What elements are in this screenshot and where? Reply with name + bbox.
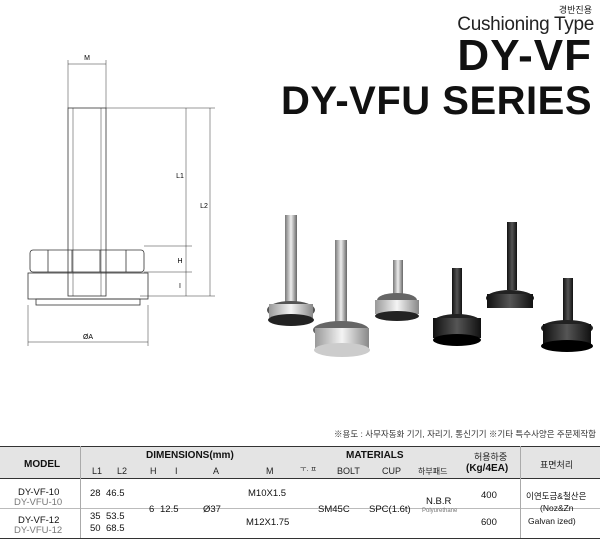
surface-line1: 이연도금&철산은 — [526, 491, 587, 501]
dim-l1-label: L1 — [176, 173, 184, 180]
row2-m: M12X1.75 — [246, 517, 290, 528]
dim-a-label: ØA — [83, 334, 93, 341]
row2-model-alt: DY-VFU-12 — [14, 525, 63, 536]
col-load-unit: (Kg/4EA) — [466, 463, 509, 474]
col-l1: L1 — [92, 466, 103, 476]
dim-i-label: I — [179, 283, 181, 290]
col-a: A — [213, 466, 220, 476]
spec-table: MODEL DIMENSIONS(mm) MATERIALS 허용하중 (Kg/… — [0, 446, 600, 539]
col-model: MODEL — [24, 459, 61, 470]
row2-l1: 35 — [90, 511, 101, 522]
usage-note: ※용도 : 사무자동화 기기, 자리기, 통신기기 ※기타 특수사양은 주문제작… — [334, 429, 596, 439]
row1-load: 400 — [481, 490, 497, 501]
surface-line3: Galvan ized) — [528, 516, 576, 526]
col-i: I — [175, 466, 178, 476]
row1-l1: 28 — [90, 488, 101, 499]
base-pad — [35, 298, 141, 306]
row1-m: M10X1.5 — [248, 488, 287, 499]
col-pad: 하부패드 — [418, 467, 448, 476]
col-materials-prefix: ㅜ. ㅍ — [300, 466, 317, 473]
row-pad-alt: Polyurethane — [422, 508, 458, 514]
col-m: M — [266, 466, 274, 476]
hex-nut — [29, 249, 145, 273]
product-series-title: DY-VFU SERIES — [280, 79, 592, 123]
table-header-band — [0, 446, 600, 478]
row2-load: 600 — [481, 517, 497, 528]
technical-drawing: M L1 L2 H I ØA — [27, 55, 215, 346]
row-pad: N.B.R — [426, 496, 452, 507]
row1-model: DY-VF-10 — [18, 487, 60, 498]
subtitle: Cushioning Type — [457, 14, 594, 35]
col-dimensions: DIMENSIONS(mm) — [146, 450, 234, 461]
product-title: DY-VF — [457, 31, 592, 80]
col-h: H — [150, 466, 157, 476]
category-label: 경반진용 — [558, 5, 592, 15]
row-i: 12.5 — [160, 504, 179, 515]
row2-l1b: 50 — [90, 523, 101, 534]
row-a: Ø37 — [203, 504, 221, 515]
dim-l2-label: L2 — [200, 203, 208, 210]
bolt-shank — [67, 107, 107, 297]
row-cup: SPC(1.6t) — [369, 504, 411, 515]
row-bolt: SM45C — [318, 504, 350, 515]
col-cup: CUP — [382, 466, 402, 476]
col-surface: 표면처리 — [540, 460, 574, 470]
base-cup — [27, 272, 149, 300]
row1-model-alt: DY-VFU-10 — [14, 497, 63, 508]
col-l2: L2 — [117, 466, 128, 476]
product-photo — [267, 215, 593, 357]
col-load-label: 허용하중 — [474, 452, 508, 462]
row1-l2: 46.5 — [106, 488, 125, 499]
row2-l2b: 68.5 — [106, 523, 125, 534]
dim-h-label: H — [177, 258, 182, 265]
col-materials: MATERIALS — [346, 450, 404, 461]
row-h: 6 — [149, 504, 155, 515]
col-bolt: BOLT — [337, 466, 360, 476]
dim-m-label: M — [84, 55, 90, 62]
surface-line2: (Noz&Zn — [540, 503, 574, 513]
row2-model: DY-VF-12 — [18, 515, 60, 526]
row2-l2: 53.5 — [106, 511, 125, 522]
